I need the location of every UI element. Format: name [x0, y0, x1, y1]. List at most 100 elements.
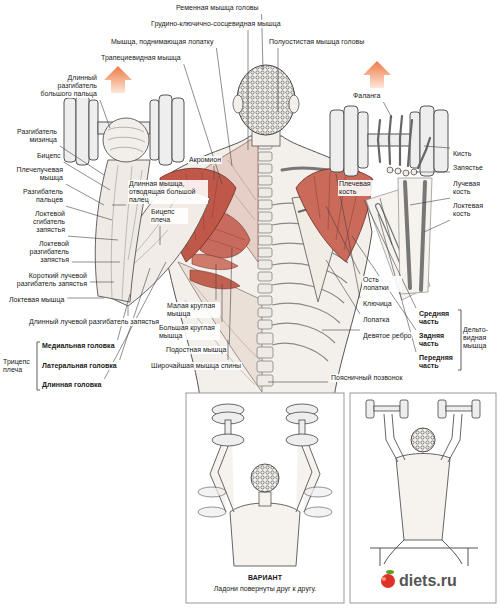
- deltoid-part-label: Задняя часть: [418, 332, 458, 348]
- bone-label: Фаланга: [352, 92, 381, 100]
- variant-panel: [186, 393, 344, 603]
- muscle-label: Широчайшая мышца спины: [150, 362, 242, 370]
- muscle-label: Короткий лучевой разгибатель запястья: [8, 272, 88, 288]
- leader-line: [64, 162, 110, 190]
- variant-panel: [381, 574, 395, 588]
- dumbbell: [64, 95, 184, 165]
- variant-panel: [198, 507, 226, 517]
- leader-line: [67, 298, 104, 299]
- right-arm: [421, 182, 425, 290]
- leader-line: [128, 306, 129, 316]
- rib-cage: [272, 343, 328, 361]
- deltoid-label: Дельто-видная мышца: [462, 326, 497, 350]
- dumbbell: [159, 95, 172, 165]
- variant-panel: [396, 454, 450, 541]
- head: [233, 95, 243, 113]
- deltoid-part-label: Средняя часть: [418, 310, 458, 326]
- bone-label: Лопатка: [362, 316, 390, 324]
- caption-heading: ВАРИАНТ: [188, 574, 342, 582]
- spine: [257, 333, 273, 344]
- head: [233, 65, 299, 146]
- leader-line: [424, 146, 450, 148]
- spine: [258, 272, 272, 281]
- leader-line: [424, 220, 450, 232]
- spine: [258, 308, 272, 317]
- deltoid-part-label: Передняя часть: [418, 354, 458, 370]
- teres-muscles: [190, 270, 240, 289]
- spine: [258, 152, 272, 161]
- leader-line: [66, 206, 112, 220]
- bone-label: Запястье: [452, 164, 484, 172]
- spine: [258, 212, 272, 221]
- teres-muscles: [190, 254, 240, 289]
- variant-panel: [370, 540, 478, 566]
- muscle-label: Бицепс: [36, 152, 62, 160]
- leader-line: [352, 236, 416, 330]
- variant-panel: [366, 400, 480, 418]
- muscle-label: Длинный лучевой разгибатель запястья: [28, 318, 160, 326]
- hand-skeleton: [378, 116, 430, 176]
- variant-panel: [198, 487, 226, 497]
- muscle-label: Полуостистая мышца головы: [268, 38, 365, 46]
- dumbbell: [76, 95, 89, 165]
- leader-line: [66, 184, 104, 205]
- leader-line: [383, 102, 392, 118]
- triceps-head-label: Латеральная головка: [41, 362, 118, 370]
- bone-label: Ключица: [362, 300, 393, 308]
- triceps-label: Трицепс плеча: [2, 358, 36, 374]
- teres-muscles: [192, 254, 238, 269]
- head: [237, 65, 295, 135]
- rib-cage: [272, 303, 340, 323]
- dumbbell: [89, 100, 98, 160]
- left-hand: [108, 127, 145, 152]
- left-hand: [103, 118, 149, 162]
- variant-panel: [472, 400, 480, 418]
- spine: [258, 224, 272, 233]
- dumbbell: [420, 106, 434, 176]
- variant-panel: [304, 487, 332, 497]
- bracket: [458, 310, 461, 370]
- hand-skeleton: [400, 116, 402, 165]
- hand-skeleton: [408, 120, 412, 166]
- spine: [258, 284, 272, 293]
- hand-skeleton: [387, 167, 393, 173]
- muscle-label: Плечелучевая мышца: [8, 166, 64, 182]
- dumbbell: [358, 112, 368, 168]
- spine: [258, 248, 272, 257]
- left-arm: [95, 160, 210, 306]
- muscle-label: Длинная мышца, отводящая большой палец: [128, 180, 208, 204]
- variant-panel: [386, 570, 394, 574]
- bone-label: Кисть: [452, 150, 472, 158]
- leader-line: [68, 236, 118, 240]
- left-hand: [103, 118, 149, 162]
- spine: [257, 375, 273, 386]
- variant-panel: [411, 428, 435, 452]
- variant-panel: [210, 436, 234, 512]
- spine: [258, 236, 272, 245]
- variant-panel: [350, 393, 496, 603]
- leader-line: [248, 30, 249, 150]
- spine: [258, 296, 272, 305]
- leader-line: [278, 48, 279, 112]
- leader-line: [60, 146, 104, 175]
- muscle-label: Трапециевидная мышца: [100, 54, 182, 62]
- bone-label: Акромион: [188, 156, 222, 164]
- leader-line: [112, 205, 126, 206]
- variant-panel: [438, 400, 446, 418]
- variant-panel: [286, 434, 318, 446]
- hand-skeleton: [389, 116, 391, 164]
- leader-line: [222, 284, 223, 322]
- dumbbell: [434, 110, 448, 172]
- muscle-label: Локтевая мышца: [8, 296, 65, 304]
- spine: [258, 320, 272, 329]
- leader-line: [90, 282, 114, 283]
- muscle-label: Ременная мышца головы: [175, 4, 260, 12]
- leader-line: [326, 260, 360, 314]
- dumbbell: [150, 100, 159, 160]
- right-arm: [398, 178, 432, 294]
- muscle-label: Разгибатель пальцев: [8, 188, 64, 204]
- hand-skeleton: [378, 120, 380, 162]
- bracket: [37, 342, 40, 390]
- spine: [257, 347, 273, 358]
- hand-skeleton: [403, 170, 409, 176]
